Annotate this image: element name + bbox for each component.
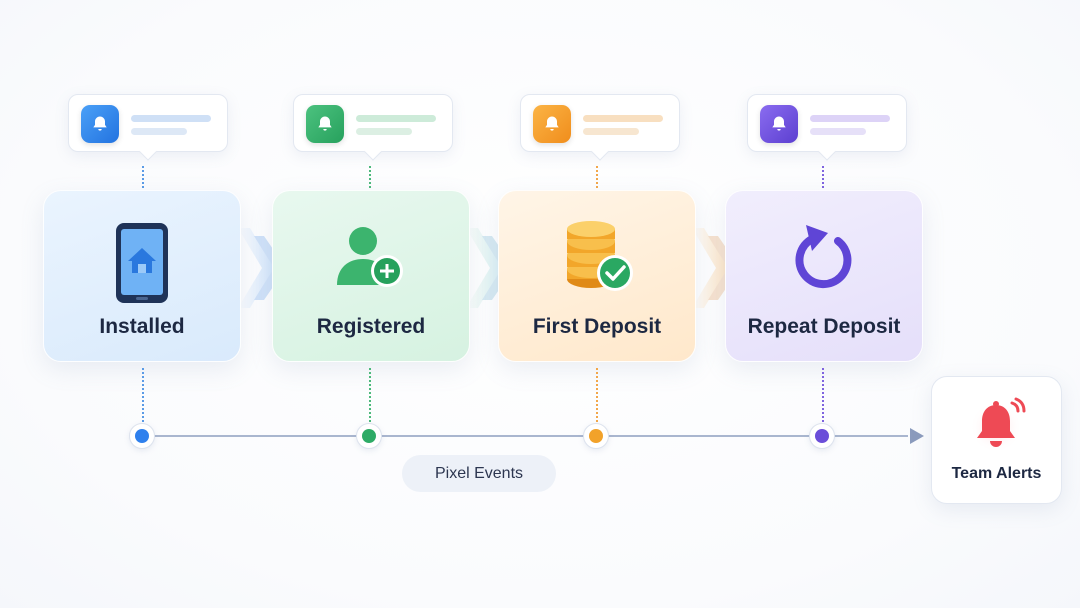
timeline-node-installed	[129, 423, 155, 449]
dotted-connector	[596, 368, 598, 422]
notification-line	[356, 115, 436, 122]
dotted-connector	[142, 166, 144, 188]
alert-bell-icon	[970, 397, 1030, 458]
notification-line	[810, 115, 890, 122]
stage-label: Repeat Deposit	[747, 315, 901, 338]
user-add-icon	[335, 223, 407, 296]
smartphone-home-icon	[114, 221, 170, 310]
dotted-connector	[822, 166, 824, 188]
stage-card-repeat-deposit: Repeat Deposit	[725, 190, 923, 362]
notification-line	[583, 115, 663, 122]
team-alerts-label: Team Alerts	[951, 465, 1042, 482]
dotted-connector	[369, 368, 371, 422]
timeline-node-registered	[356, 423, 382, 449]
stage-card-registered: Registered	[272, 190, 470, 362]
notification-bubble-installed	[68, 94, 228, 152]
notification-line	[810, 128, 866, 135]
notification-bubble-registered	[293, 94, 453, 152]
stage-label: Installed	[99, 315, 185, 338]
stage-card-installed: Installed	[43, 190, 241, 362]
pixel-events-label: Pixel Events	[402, 455, 556, 492]
repeat-arrow-icon	[790, 221, 858, 298]
bell-icon	[306, 105, 344, 143]
timeline-node-first-deposit	[583, 423, 609, 449]
dotted-connector	[142, 368, 144, 422]
stage-label: Registered	[316, 315, 426, 338]
stage-card-first-deposit: First Deposit	[498, 190, 696, 362]
bell-icon	[533, 105, 571, 143]
notification-bubble-repeat-deposit	[747, 94, 907, 152]
bell-icon	[760, 105, 798, 143]
dotted-connector	[369, 166, 371, 188]
timeline-arrow-head	[910, 428, 924, 444]
stage-label: First Deposit	[532, 315, 662, 338]
dotted-connector	[822, 368, 824, 422]
coins-check-icon	[559, 221, 635, 300]
timeline-node-repeat-deposit	[809, 423, 835, 449]
notification-line	[131, 128, 187, 135]
dotted-connector	[596, 166, 598, 188]
notification-bubble-first-deposit	[520, 94, 680, 152]
bell-icon	[81, 105, 119, 143]
team-alerts-card: Team Alerts	[931, 376, 1062, 504]
notification-line	[583, 128, 639, 135]
notification-line	[356, 128, 412, 135]
notification-line	[131, 115, 211, 122]
